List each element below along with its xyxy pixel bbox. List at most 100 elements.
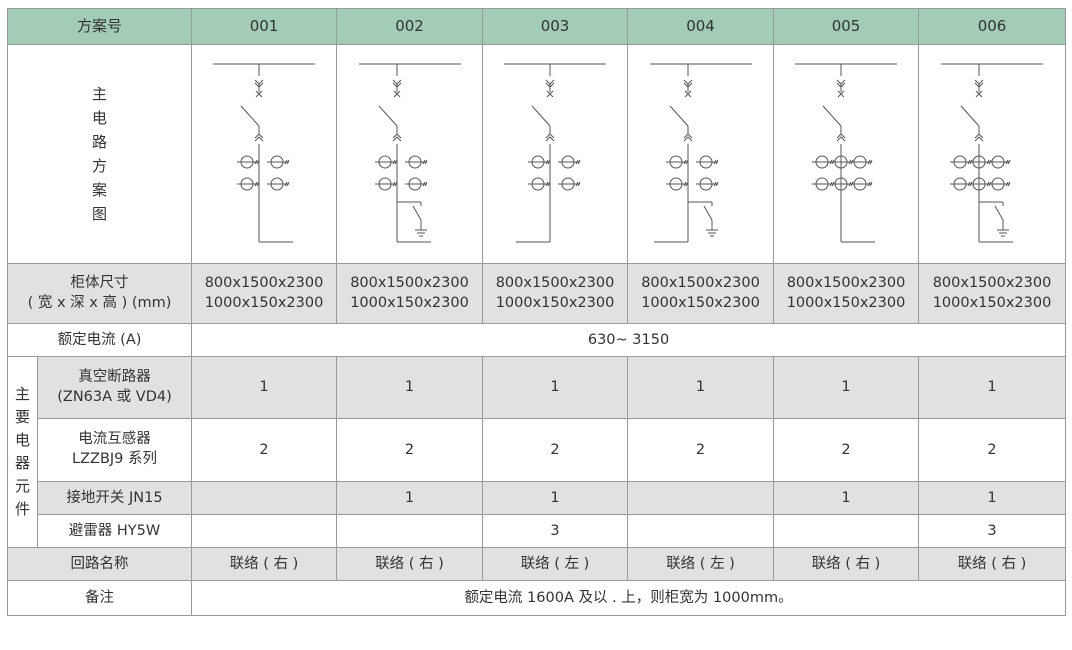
ct-qty: 2	[482, 418, 629, 482]
scheme-002: 002	[336, 8, 484, 45]
plug-contact-icon	[974, 133, 984, 139]
circuit-diagram-002	[336, 44, 484, 264]
ct-mark	[575, 181, 581, 187]
size-line1: 800x1500x2300	[495, 274, 615, 291]
single-line-diagram-icon	[358, 63, 461, 243]
size-line1: 800x1500x2300	[932, 274, 1052, 291]
earth-switch-qty: 1	[482, 481, 629, 515]
rated-current-value: 630~ 3150	[191, 323, 1067, 357]
size-line2: 1000x150x2300	[932, 294, 1052, 311]
ct-mark	[713, 159, 718, 165]
group-label-char: 器	[14, 454, 30, 472]
earth-switch-qty	[627, 481, 775, 515]
breaker-row: 主 要 电 器 元 件 真空断路器 (ZN63A 或 VD4) 1 1 1 1 …	[7, 356, 1067, 548]
arrester-qty: 3	[482, 514, 629, 548]
ct-mark	[545, 159, 551, 165]
circuit-diagram-label: 主 电 路 方 案 图	[6, 44, 193, 264]
breaker-cross-icon	[684, 90, 691, 98]
group-label-char: 主	[14, 385, 30, 403]
ground-icon	[997, 229, 1010, 237]
size-line1: 800x1500x2300	[350, 274, 469, 291]
breaker-label-line2: (ZN63A 或 VD4)	[57, 388, 172, 405]
size-line2: 1000x150x2300	[786, 294, 906, 311]
diagram-label-char: 图	[92, 205, 108, 223]
ct-label-line1: 电流互感器	[78, 431, 151, 448]
cabinet-size-001: 800x1500x2300 1000x150x2300	[191, 263, 338, 324]
ct-mark	[575, 159, 581, 165]
single-line-diagram-icon	[795, 63, 898, 243]
circuit-diagram-005	[773, 44, 920, 264]
breaker-blade-line	[240, 105, 260, 127]
plug-contact-icon	[254, 79, 264, 85]
single-line-diagram-icon	[504, 63, 607, 243]
scheme-no-label: 方案号	[6, 8, 193, 45]
ct-label-line2: LZZBJ9 系列	[72, 451, 158, 467]
size-line2: 1000x150x2300	[495, 294, 615, 311]
plug-contact-icon	[683, 79, 692, 85]
diagram-label-char: 方	[92, 157, 108, 175]
arrester-qty	[336, 514, 484, 548]
ct-mark	[1005, 181, 1011, 187]
ct-qty: 2	[918, 418, 1067, 482]
earth-switch-blade-line	[412, 205, 421, 221]
loop-name-value: 联络 ( 右 )	[336, 547, 484, 581]
ct-row: 电流互感器 LZZBJ9 系列 2 2 2 2 2 2	[8, 418, 1067, 482]
ct-qty: 2	[773, 418, 920, 482]
cabinet-size-label-line1: 柜体尺寸	[70, 274, 129, 291]
arrester-qty	[191, 514, 338, 548]
single-line-diagram-icon	[649, 63, 752, 243]
size-line2: 1000x150x2300	[204, 294, 324, 311]
breaker-qty: 1	[773, 356, 920, 419]
ground-icon	[414, 229, 427, 237]
circuit-diagram-row: 主 电 路 方 案 图	[6, 44, 1067, 264]
plug-contact-icon	[683, 133, 692, 139]
diagram-label-char: 主	[92, 85, 108, 103]
circuit-diagram-001	[191, 44, 338, 264]
diagram-group	[649, 63, 752, 243]
main-components-group-label: 主 要 电 器 元 件	[7, 356, 38, 548]
plug-contact-icon	[392, 133, 401, 139]
loop-name-row: 回路名称 联络 ( 右 ) 联络 ( 右 ) 联络 ( 左 ) 联络 ( 左 )…	[6, 547, 1067, 581]
group-label-char: 电	[14, 431, 30, 449]
arrester-row: 避雷器 HY5W 3 3	[8, 514, 1067, 548]
ct-mark	[867, 159, 873, 165]
breaker-qty: 1	[482, 356, 629, 419]
diagram-group	[358, 63, 461, 243]
breaker-cross-icon	[975, 90, 983, 98]
loop-name-value: 联络 ( 右 )	[191, 547, 338, 581]
ct-mark	[867, 181, 873, 187]
ct-mark	[422, 159, 427, 165]
cabinet-size-003: 800x1500x2300 1000x150x2300	[482, 263, 629, 324]
cabinet-size-006: 800x1500x2300 1000x150x2300	[918, 263, 1067, 324]
ct-mark	[254, 159, 260, 165]
earth-switch-qty: 1	[336, 481, 484, 515]
breaker-blade-line	[960, 105, 980, 127]
size-line2: 1000x150x2300	[350, 294, 469, 311]
ct-qty: 2	[336, 418, 484, 482]
diagram-group	[504, 63, 607, 243]
group-label-char: 要	[14, 408, 30, 426]
scheme-006: 006	[918, 8, 1067, 45]
group-label-char: 件	[14, 500, 30, 518]
plug-contact-icon	[683, 136, 692, 142]
earth-switch-blade-line	[994, 205, 1004, 221]
plug-contact-icon	[545, 133, 555, 139]
earth-switch-row: 接地开关 JN15 1 1 1 1	[8, 481, 1067, 515]
breaker-qty: 1	[627, 356, 775, 419]
ct-qty: 2	[191, 418, 338, 482]
plug-contact-icon	[545, 79, 555, 85]
loop-name-value: 联络 ( 左 )	[627, 547, 775, 581]
ct-mark	[392, 181, 397, 187]
breaker-blade-line	[531, 105, 551, 127]
size-line1: 800x1500x2300	[641, 274, 760, 291]
scheme-005: 005	[773, 8, 920, 45]
breaker-blade-line	[378, 105, 397, 127]
plug-contact-icon	[545, 136, 555, 142]
size-line1: 800x1500x2300	[204, 274, 324, 291]
diagram-group	[213, 63, 316, 243]
arrester-qty	[627, 514, 775, 548]
ct-mark	[1005, 159, 1011, 165]
breaker-cross-icon	[255, 90, 263, 98]
